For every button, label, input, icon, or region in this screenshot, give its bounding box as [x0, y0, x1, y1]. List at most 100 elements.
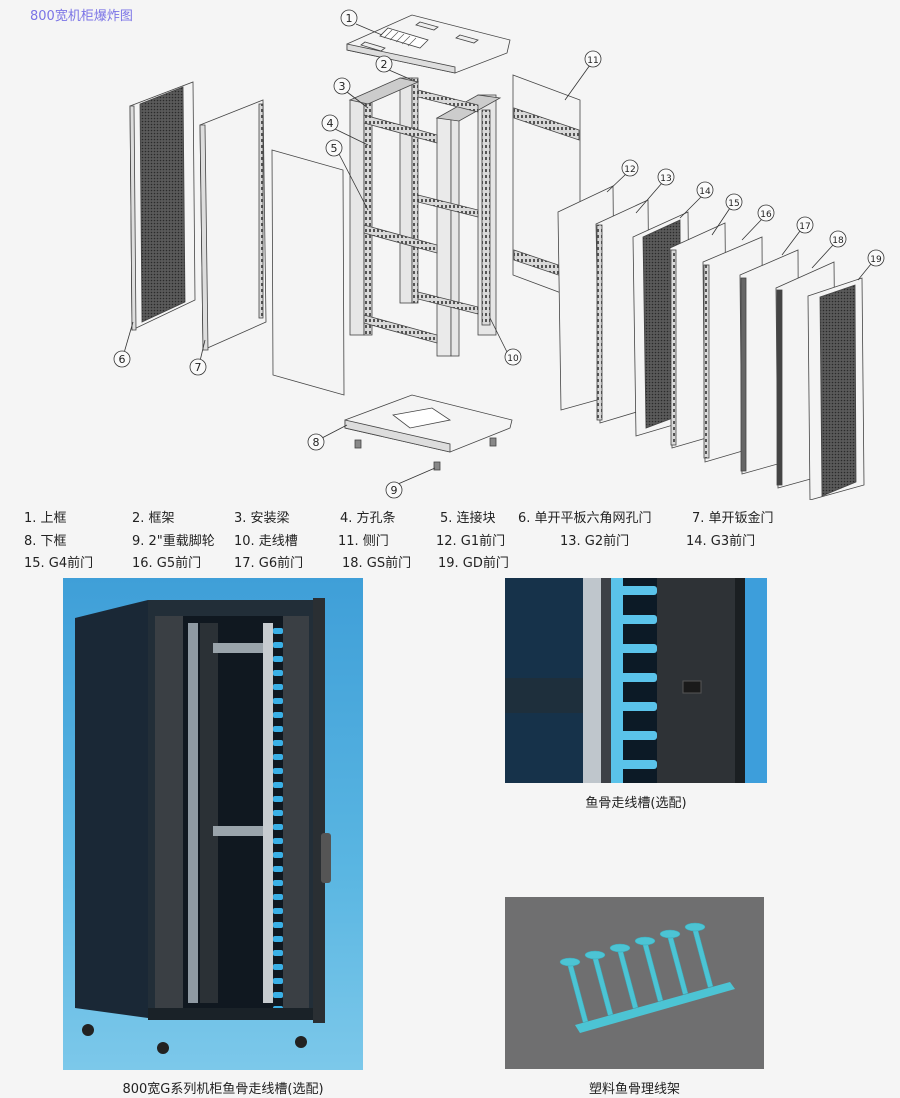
- part-frame: [348, 77, 502, 357]
- legend-item: 15. G4前门: [24, 556, 94, 571]
- callout-leader: [388, 69, 413, 81]
- callout-number: 7: [195, 361, 202, 374]
- rack-tooth: [692, 927, 714, 988]
- fishbone-tooth: [273, 684, 283, 690]
- part-mesh-door: [129, 81, 196, 331]
- callout-leader: [334, 128, 369, 146]
- callout-number: 9: [391, 484, 398, 497]
- legend-item: 13. G2前门: [560, 534, 630, 549]
- callout-leader: [199, 339, 206, 362]
- plastic-rack-caption: 塑料鱼骨理线架: [588, 1082, 680, 1097]
- callout-circle: [189, 358, 207, 376]
- fishbone-tooth: [273, 978, 283, 984]
- callout-circle: [696, 181, 714, 199]
- callout-circle: [867, 249, 885, 267]
- fishbone-tooth: [273, 922, 283, 928]
- part-side-panel-left: [271, 149, 345, 396]
- legend-item: 19. GD前门: [438, 556, 509, 571]
- legend-item: 8. 下框: [24, 534, 67, 549]
- callout-circle: [321, 114, 339, 132]
- legend-item: 18. GS前门: [342, 556, 412, 571]
- callout-leader: [811, 244, 834, 269]
- callout-leader: [489, 317, 508, 353]
- callout-circle: [325, 139, 343, 157]
- callout-leader: [741, 218, 763, 241]
- callout-leader: [397, 467, 436, 485]
- fishbone-tooth: [273, 642, 283, 648]
- legend-item: 12. G1前门: [436, 534, 506, 549]
- fishbone-tooth: [273, 726, 283, 732]
- callout-number: 6: [119, 353, 126, 366]
- legend-item: 5. 连接块: [440, 511, 496, 526]
- fishbone-tooth: [273, 782, 283, 788]
- rack-tooth: [667, 934, 689, 995]
- callout-circle: [340, 9, 358, 27]
- callout-leader: [346, 91, 369, 109]
- rack-tooth: [642, 941, 664, 1002]
- callout-leader: [679, 195, 703, 219]
- cabinet-photo-caption: 800宽G系列机柜鱼骨走线槽(选配): [122, 1082, 324, 1097]
- callout-leader: [606, 173, 627, 193]
- callout-leader: [635, 182, 663, 214]
- rack-tooth-head: [584, 950, 606, 960]
- fishbone-tooth: [273, 992, 283, 998]
- legend-item: 4. 方孔条: [340, 511, 396, 526]
- fishbone-tooth: [273, 628, 283, 634]
- fishbone-tooth: [273, 866, 283, 872]
- callout-leader: [781, 230, 801, 256]
- fishbone-tooth: [611, 644, 657, 653]
- rack-tooth: [567, 962, 589, 1023]
- callout-number: 13: [660, 174, 671, 184]
- callout-number: 19: [870, 255, 882, 265]
- legend-item: 2. 框架: [132, 511, 175, 526]
- callout-number: 17: [799, 222, 810, 232]
- fishbone-tooth: [273, 810, 283, 816]
- callout-number: 8: [313, 436, 320, 449]
- callout-number: 3: [339, 80, 346, 93]
- callout-circle: [113, 350, 131, 368]
- part-front-doors: [557, 185, 865, 500]
- fishbone-tooth: [273, 768, 283, 774]
- fishbone-tooth: [273, 712, 283, 718]
- rack-tooth: [592, 955, 614, 1016]
- part-top-frame: [346, 14, 511, 74]
- cabinet-photo: [63, 578, 363, 1070]
- fishbone-tooth: [273, 838, 283, 844]
- rack-tooth: [617, 948, 639, 1009]
- callout-circle: [504, 348, 522, 366]
- callout-circle: [385, 481, 403, 499]
- callout-number: 18: [832, 236, 844, 246]
- page-title: 800宽机柜爆炸图: [30, 9, 133, 24]
- legend-item: 7. 单开钣金门: [692, 511, 774, 526]
- legend-item: 1. 上框: [24, 511, 67, 526]
- callout-number: 4: [327, 117, 334, 130]
- callout-circle: [829, 230, 847, 248]
- rack-tooth-head: [609, 943, 631, 953]
- fishbone-tooth: [273, 964, 283, 970]
- legend-item: 9. 2"重载脚轮: [132, 534, 215, 549]
- fishbone-tooth: [611, 673, 657, 682]
- fishbone-tooth: [273, 754, 283, 760]
- legend-item: 17. G6前门: [234, 556, 304, 571]
- fishbone-closeup-photo: [505, 578, 767, 783]
- rack-tooth-head: [559, 957, 581, 967]
- part-casters: [354, 437, 497, 471]
- fishbone-closeup-caption: 鱼骨走线槽(选配): [585, 796, 687, 811]
- fishbone-tooth: [273, 796, 283, 802]
- callout-leader: [355, 23, 383, 36]
- callout-number: 1: [346, 12, 353, 25]
- fishbone-tooth: [273, 880, 283, 886]
- callout-number: 12: [624, 165, 635, 175]
- callout-circle: [307, 433, 325, 451]
- callout-number: 15: [728, 199, 739, 209]
- plastic-rack-photo: [505, 897, 764, 1069]
- part-sheet-door: [199, 99, 267, 351]
- callout-circle: [375, 55, 393, 73]
- fishbone-tooth: [611, 615, 657, 624]
- fishbone-tooth: [273, 908, 283, 914]
- callout-circle: [621, 159, 639, 177]
- fishbone-tooth: [273, 894, 283, 900]
- fishbone-tooth: [273, 852, 283, 858]
- callout-number: 5: [331, 142, 338, 155]
